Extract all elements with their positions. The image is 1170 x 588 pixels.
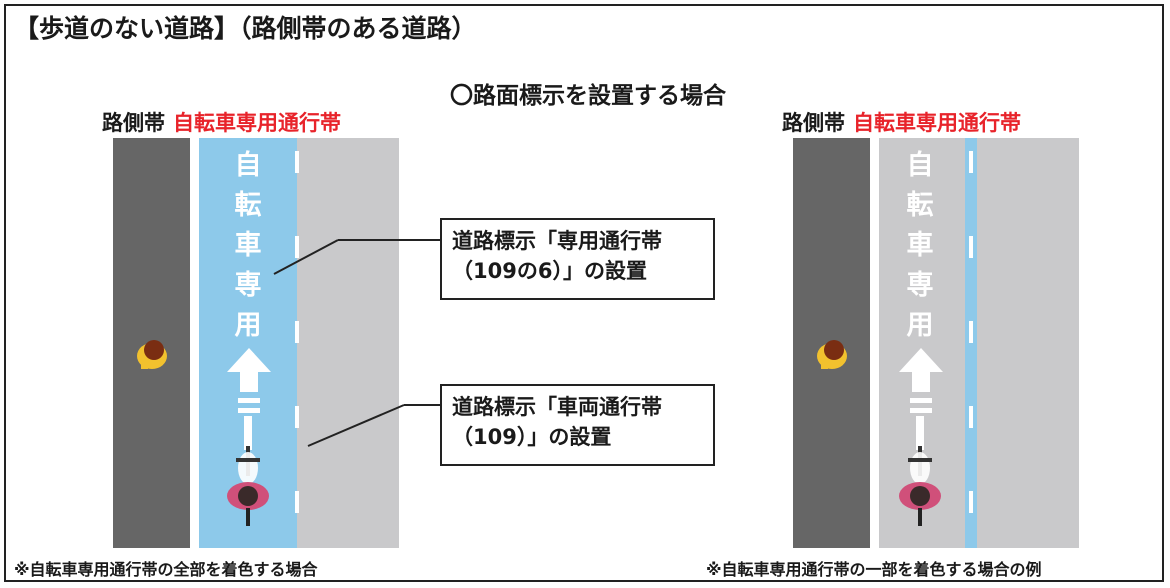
callout-text-line: 道路標示「車両通行帯 <box>452 395 662 419</box>
callout-box-dedicated-lane: 道路標示「専用通行帯 （109の6）」の設置 <box>440 218 715 300</box>
right-lane-line-dash <box>969 406 973 428</box>
left-header: 路側帯自転車専用通行帯 <box>102 107 341 137</box>
left-lane-line-dash <box>295 321 299 343</box>
left-lane-line-dash <box>295 406 299 428</box>
left-note: ※自転車専用通行帯の全部を着色する場合 <box>14 560 318 579</box>
page-title: 【歩道のない道路】（路側帯のある道路） <box>14 14 477 43</box>
callout-box-vehicle-lane: 道路標示「車両通行帯 （109）」の設置 <box>440 384 715 466</box>
right-label-bike-lane: 自転車専用通行帯 <box>853 111 1021 135</box>
left-lane-line-dash <box>295 151 299 173</box>
right-lane-line-dash <box>969 236 973 258</box>
right-lane-line-dash <box>969 491 973 513</box>
callout-text-line: （109）」の設置 <box>452 425 612 450</box>
right-lane-line-dash <box>969 151 973 173</box>
callout-text-line: （109の6）」の設置 <box>452 259 647 284</box>
left-label-roadside: 路側帯 <box>102 111 165 135</box>
left-label-bike-lane: 自転車専用通行帯 <box>173 111 341 135</box>
left-up-arrow-marking <box>227 348 271 413</box>
right-label-roadside: 路側帯 <box>782 111 845 135</box>
left-lane-line-dash <box>295 236 299 258</box>
callout-leaders <box>273 239 442 447</box>
pedestrian-icon <box>817 340 847 369</box>
bicycle-pictogram-icon <box>227 416 269 526</box>
left-vehicle-lane <box>297 138 399 548</box>
right-lane-vertical-text: 自 転 車 専 用 <box>906 150 934 341</box>
diagram-subtitle: 〇路面標示を設置する場合 <box>450 83 726 109</box>
right-header: 路側帯自転車専用通行帯 <box>782 107 1021 137</box>
right-lane-line-dash <box>969 321 973 343</box>
callout-text-line: 道路標示「専用通行帯 <box>452 229 662 253</box>
left-lane-vertical-text: 自 転 車 専 用 <box>234 150 262 341</box>
right-vehicle-lane <box>977 138 1079 548</box>
diagram-frame: 【歩道のない道路】（路側帯のある道路） 〇路面標示を設置する場合 路側帯自転車専… <box>4 4 1164 582</box>
bicycle-pictogram-icon <box>899 416 941 526</box>
right-note: ※自転車専用通行帯の一部を着色する場合の例 <box>706 560 1042 579</box>
left-lane-line-dash <box>295 491 299 513</box>
pedestrian-icon <box>137 340 167 369</box>
right-bike-lane-colored-edge <box>965 138 977 548</box>
right-up-arrow-marking <box>899 348 943 413</box>
